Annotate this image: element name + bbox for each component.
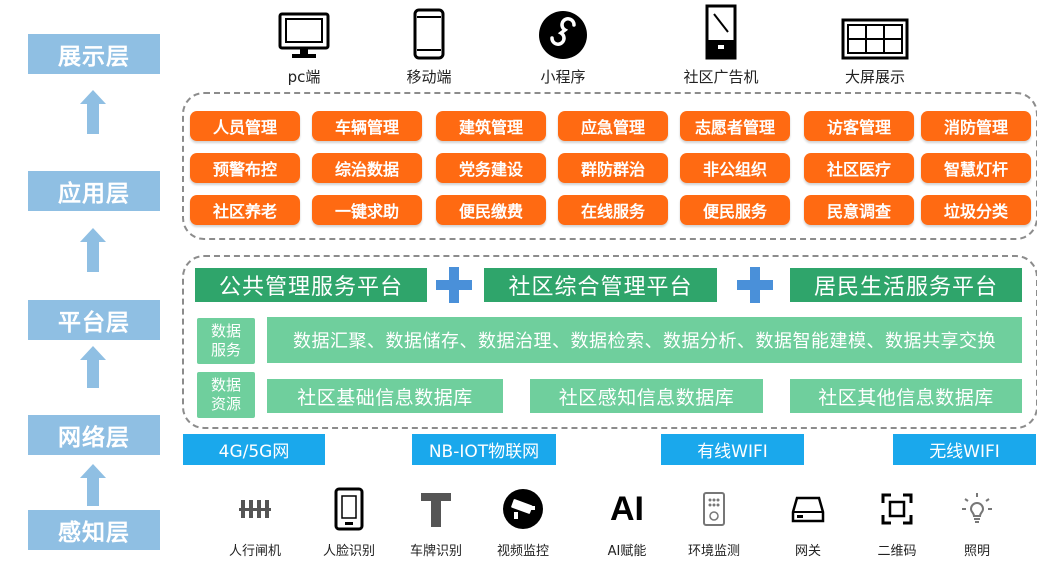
plus-icon [737, 267, 773, 303]
app-button[interactable]: 建筑管理 [436, 111, 546, 141]
device-label: pc端 [287, 68, 321, 86]
sensor-lighting: 照明 [932, 486, 1022, 559]
qr-scan-icon [881, 493, 913, 525]
app-button[interactable]: 车辆管理 [312, 111, 422, 141]
network-4g5g: 4G/5G网 [183, 434, 325, 465]
app-button[interactable]: 社区医疗 [804, 153, 914, 183]
database-sensing-info: 社区感知信息数据库 [530, 379, 763, 413]
database-other-info: 社区其他信息数据库 [790, 379, 1022, 413]
app-button[interactable]: 预警布控 [190, 153, 300, 183]
app-button[interactable]: 综治数据 [312, 153, 422, 183]
data-resource-label: 数据资源 [197, 372, 255, 418]
platform-public-management: 公共管理服务平台 [195, 268, 427, 302]
device-video-wall: 大屏展示 [820, 4, 930, 87]
up-arrow-icon [80, 90, 106, 134]
layer-platform: 平台层 [28, 300, 160, 340]
monitor-icon [278, 12, 330, 58]
ai-icon: AI [610, 489, 644, 528]
mini-program-icon [539, 11, 587, 59]
ad-kiosk-icon [705, 4, 737, 60]
sensor-label: 环境监测 [687, 544, 740, 559]
barrier-gate-icon [421, 493, 451, 527]
sensor-face-recognition: 人脸识别 [304, 486, 394, 559]
turnstile-icon [239, 500, 271, 518]
sensor-label: 车牌识别 [409, 544, 462, 559]
device-label: 小程序 [540, 68, 586, 86]
database-basic-info: 社区基础信息数据库 [267, 379, 503, 413]
app-button[interactable]: 在线服务 [558, 195, 668, 225]
device-pc: pc端 [249, 4, 359, 87]
sensor-label: 网关 [794, 544, 821, 559]
sensor-video-surveillance: 视频监控 [478, 486, 568, 559]
app-button[interactable]: 消防管理 [921, 111, 1031, 141]
sensor-ai: AI AI赋能 [582, 486, 672, 560]
sensor-environment: 环境监测 [669, 486, 759, 559]
layer-perception: 感知层 [28, 510, 160, 550]
app-button[interactable]: 社区养老 [190, 195, 300, 225]
app-button[interactable]: 党务建设 [436, 153, 546, 183]
device-label: 移动端 [406, 68, 452, 86]
phone-icon [413, 8, 445, 60]
network-wired-wifi: 有线WIFI [661, 434, 804, 465]
device-label: 大屏展示 [844, 68, 905, 86]
app-button[interactable]: 志愿者管理 [680, 111, 790, 141]
cctv-camera-icon [503, 489, 543, 529]
platform-resident-services: 居民生活服务平台 [790, 268, 1022, 302]
app-button[interactable]: 民意调查 [804, 195, 914, 225]
sensor-qr-code: 二维码 [852, 486, 942, 559]
sensor-label: 照明 [963, 544, 990, 559]
gateway-icon [791, 496, 825, 523]
app-button[interactable]: 非公组织 [680, 153, 790, 183]
platform-community-management: 社区综合管理平台 [484, 268, 717, 302]
sensor-label: 人脸识别 [322, 544, 375, 559]
sensor-license-plate: 车牌识别 [391, 486, 481, 559]
layer-network: 网络层 [28, 415, 160, 455]
sensor-label: 二维码 [877, 544, 917, 559]
app-button[interactable]: 访客管理 [804, 111, 914, 141]
device-ad-kiosk: 社区广告机 [666, 4, 776, 87]
device-label: 社区广告机 [683, 68, 759, 86]
environment-sensor-icon [703, 492, 725, 526]
sensor-turnstile: 人行闸机 [210, 486, 300, 559]
video-wall-icon [841, 18, 909, 60]
device-mobile: 移动端 [374, 4, 484, 87]
sensor-label: 人行闸机 [228, 544, 281, 559]
network-wireless-wifi: 无线WIFI [893, 434, 1036, 465]
light-bulb-icon [962, 493, 992, 523]
sensor-gateway: 网关 [763, 486, 853, 559]
app-button[interactable]: 人员管理 [190, 111, 300, 141]
sensor-label: AI赋能 [607, 544, 647, 559]
layer-display: 展示层 [28, 34, 160, 74]
app-button[interactable]: 智慧灯杆 [921, 153, 1031, 183]
data-service-content: 数据汇聚、数据储存、数据治理、数据检索、数据分析、数据智能建模、数据共享交换 [267, 317, 1022, 363]
up-arrow-icon [80, 228, 106, 272]
up-arrow-icon [80, 346, 106, 388]
app-button[interactable]: 一键求助 [312, 195, 422, 225]
plus-icon [436, 267, 472, 303]
app-button[interactable]: 群防群治 [558, 153, 668, 183]
up-arrow-icon [80, 464, 106, 506]
app-button[interactable]: 垃圾分类 [921, 195, 1031, 225]
app-button[interactable]: 便民缴费 [436, 195, 546, 225]
app-button[interactable]: 应急管理 [558, 111, 668, 141]
app-button[interactable]: 便民服务 [680, 195, 790, 225]
data-service-label: 数据服务 [197, 318, 255, 364]
face-recognition-icon [334, 487, 364, 531]
sensor-label: 视频监控 [496, 544, 549, 559]
network-nb-iot: NB-IOT物联网 [412, 434, 556, 465]
layer-application: 应用层 [28, 171, 160, 211]
device-mini-program: 小程序 [508, 4, 618, 87]
